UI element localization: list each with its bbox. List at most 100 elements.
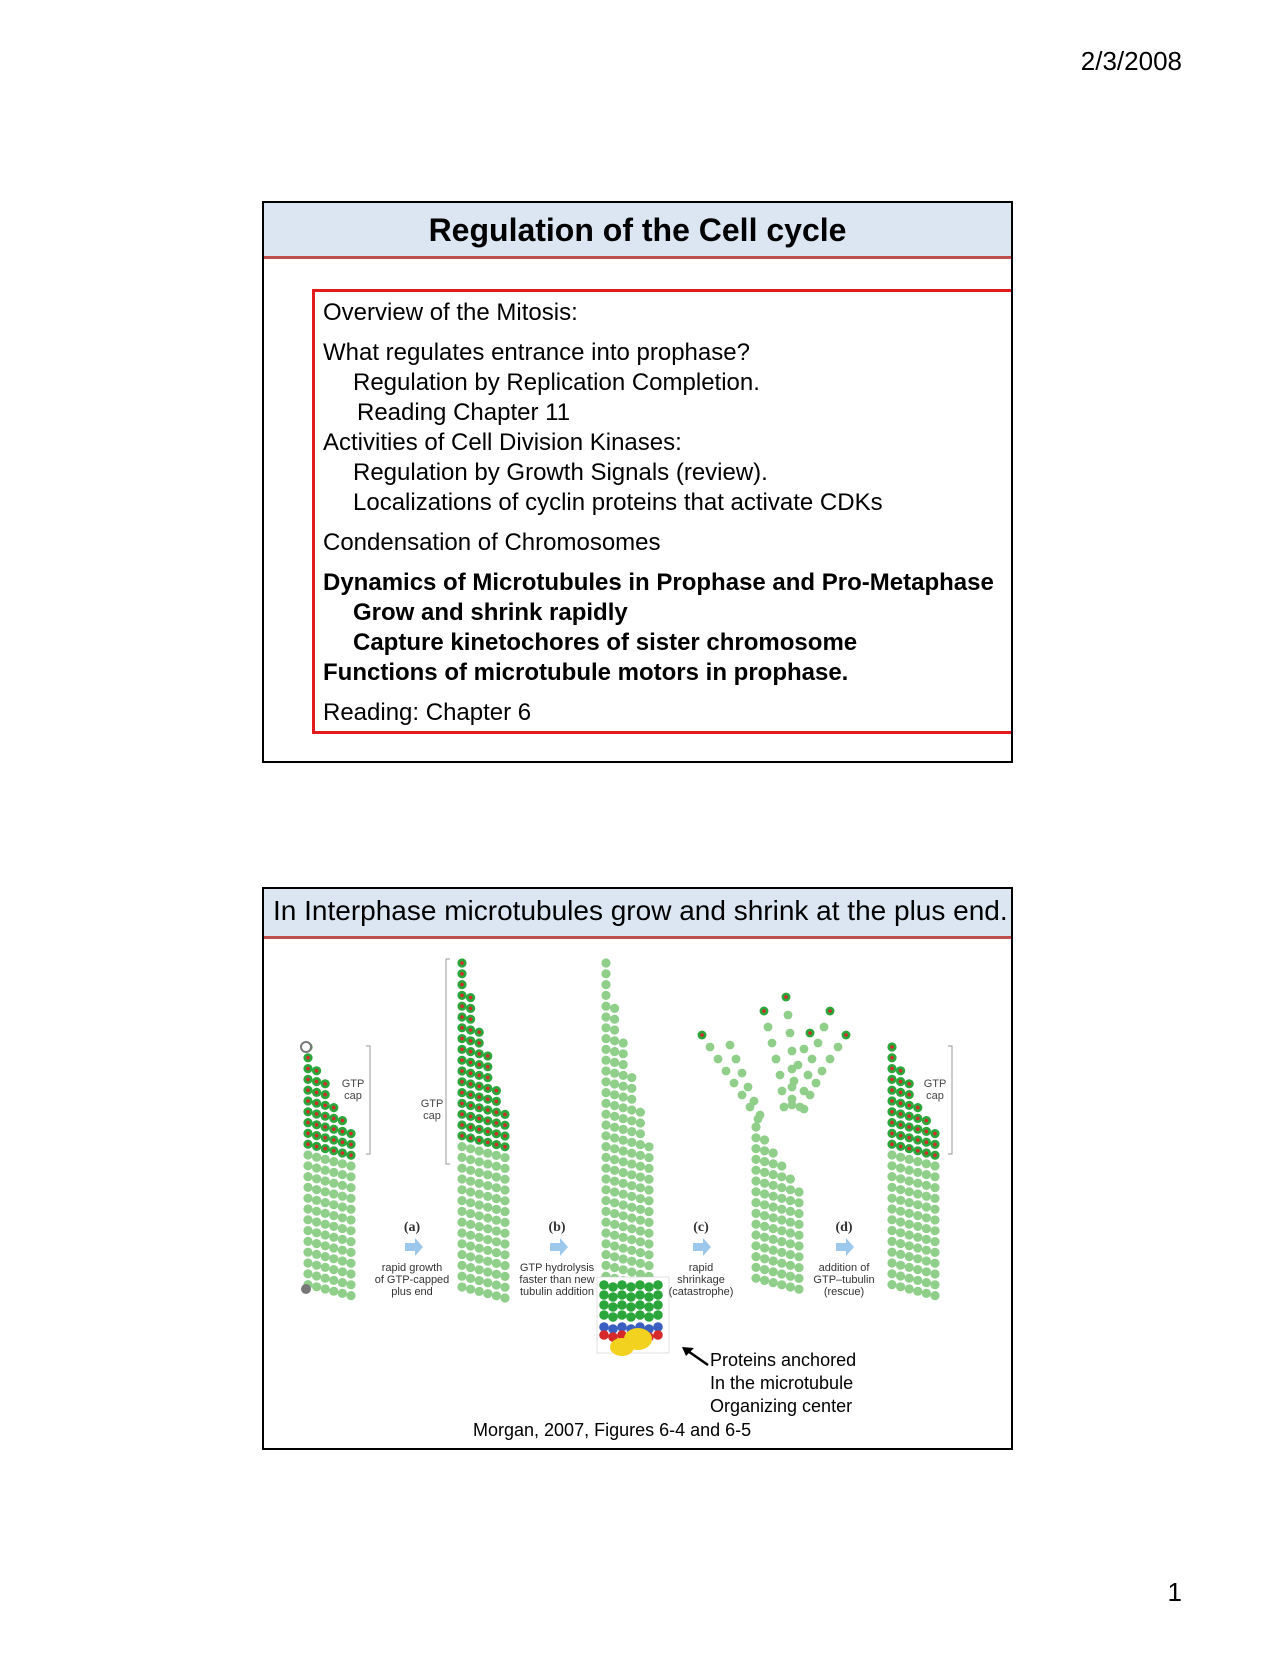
tubulin-subunit [751,1273,761,1283]
tubulin-subunit [601,1260,611,1270]
tubulin-subunit [320,1262,330,1272]
outline-list: Overview of the Mitosis: What regulates … [323,298,1011,728]
gtp-dot [898,1123,903,1127]
gtp-dot [477,1084,481,1088]
tubulin-subunit [799,1104,809,1114]
tubulin-subunit [627,1181,637,1191]
tubulin-subunit [329,1211,339,1221]
tubulin-subunit [743,1082,753,1092]
tubulin-subunit [904,1241,914,1251]
gtp-dot [349,1131,353,1136]
gtp-dot [460,1080,464,1084]
tubulin-subunit [457,1152,467,1162]
gtp-dot [916,1127,920,1131]
tubulin-subunit [312,1195,322,1205]
tubulin-subunit [500,1250,510,1260]
inset-subunit [635,1300,645,1310]
tubulin-subunit [627,1256,637,1266]
tubulin-subunit [635,1172,645,1182]
tubulin-subunit [731,1054,741,1064]
gtp-dot [762,1009,766,1013]
tubulin-subunit [751,1176,761,1186]
gtp-dot [468,1114,473,1119]
tubulin-subunit [768,1202,778,1212]
tubulin-subunit [618,1081,628,1091]
tubulin-subunit [303,1172,313,1182]
right-arrow-icon [405,1238,423,1256]
tubulin-subunit [618,1135,628,1145]
tubulin-subunit [635,1226,645,1236]
tubulin-subunit [930,1193,940,1203]
tubulin-subunit [312,1185,322,1195]
tubulin-subunit [751,1198,761,1208]
outline-subitem-bold: Capture kinetochores of sister chromosom… [353,629,858,656]
tubulin-subunit [751,1154,761,1164]
tubulin-subunit [601,990,611,1000]
step-caption: GTP–tubulin [813,1274,874,1286]
tubulin-subunit [725,1040,735,1050]
tubulin-subunit [466,1230,476,1240]
tubulin-subunit [346,1172,356,1182]
tubulin-subunit [913,1167,923,1177]
tubulin-subunit [913,1286,923,1296]
tubulin-subunit [921,1288,932,1298]
gtp-dot [890,1077,894,1082]
tubulin-subunit [610,1198,620,1208]
tubulin-subunit [921,1213,932,1223]
tubulin-subunit [635,1215,645,1225]
slide-title-bar: Regulation of the Cell cycle [264,203,1011,259]
tubulin-subunit [887,1204,897,1214]
gtp-dot [924,1129,929,1134]
tubulin-subunit [794,1241,804,1251]
gtp-dot [916,1116,920,1121]
tubulin-subunit [346,1269,356,1279]
depolymerizing-fragments [697,992,851,1124]
tubulin-subunit [635,1269,645,1279]
inset-subunit [599,1290,609,1300]
tubulin-subunit [601,1023,611,1033]
tubulin-subunit [601,1131,611,1141]
tubulin-subunit [887,1161,897,1171]
tubulin-subunit [474,1189,484,1199]
tubulin-subunit [466,1273,476,1283]
tubulin-subunit [768,1148,778,1158]
tubulin-subunit [627,1245,637,1255]
tubulin-subunit [785,1028,795,1038]
inset-subunit [644,1312,654,1322]
gtp-dot [477,1073,481,1078]
inset-subunit [644,1302,654,1312]
tubulin-subunit [457,1271,467,1281]
slide-title: Regulation of the Cell cycle [428,212,847,248]
tubulin-subunit [610,1209,620,1219]
tubulin-subunit [618,1265,628,1275]
gtp-dot [486,1065,490,1069]
tubulin-subunit [887,1269,897,1279]
tubulin-subunit [601,1120,611,1130]
tubulin-subunit [500,1207,510,1217]
outline-item: What regulates entrance into prophase? [323,339,750,366]
tubulin-subunit [887,1182,897,1192]
outline-item: Activities of Cell Division Kinases: [323,429,682,456]
tubulin-subunit [644,1163,654,1173]
tubulin-subunit [721,1066,731,1076]
tubulin-subunit [483,1191,493,1201]
tubulin-subunit [896,1195,906,1205]
tubulin-subunit [457,1163,467,1173]
tubulin-subunit [474,1243,484,1253]
tubulin-subunit [904,1219,914,1229]
gtp-dot [503,1134,507,1138]
tubulin-subunit [618,1200,628,1210]
gtp-dot [306,1131,310,1136]
gtp-dot [323,1103,327,1108]
tubulin-subunit [913,1221,923,1231]
tubulin-subunit [610,1252,620,1262]
tubulin-subunit [466,1252,476,1262]
tubulin-subunit [794,1263,804,1273]
tubulin-subunit [921,1267,932,1277]
tubulin-subunit [751,1133,761,1143]
gtp-dot [486,1086,490,1091]
gtp-dot [898,1112,903,1116]
tubulin-subunit [635,1150,645,1160]
gtp-dot [306,1066,310,1071]
tubulin-subunit [474,1178,484,1188]
